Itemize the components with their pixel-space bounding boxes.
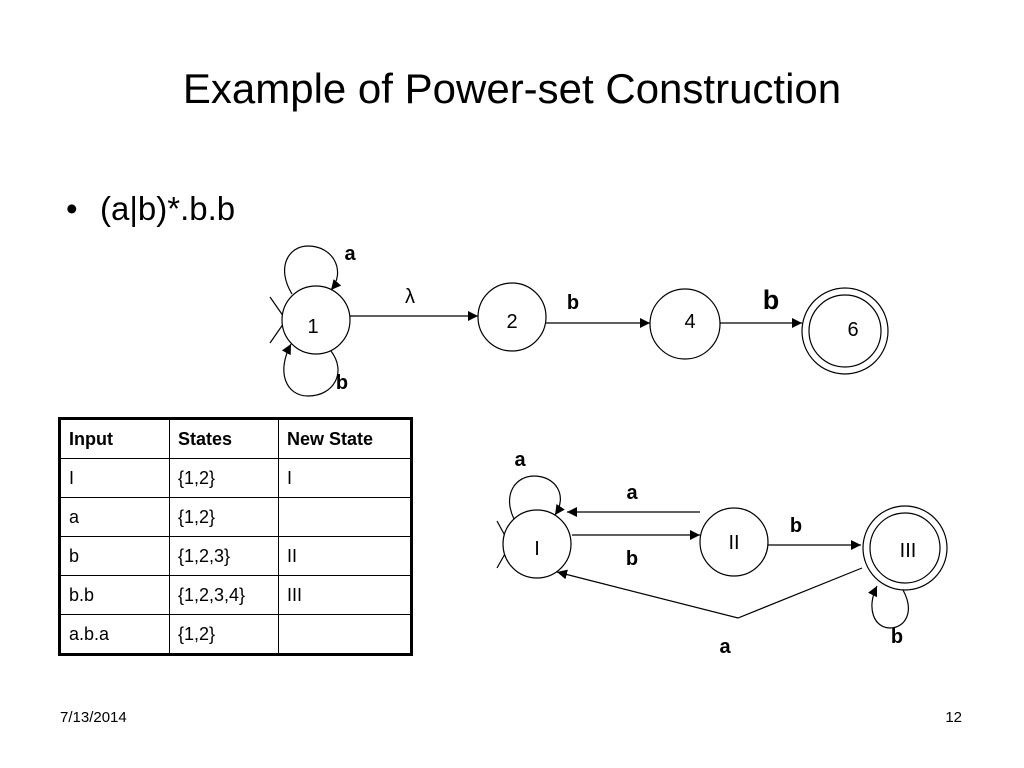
dfa-state-I <box>502 509 572 579</box>
dfa-state-II <box>699 507 769 577</box>
dfa-loop-III <box>868 585 909 629</box>
dfa-state-III-label: III <box>900 540 917 562</box>
dfa-state-I-label: I <box>534 538 540 560</box>
nfa-loop-bottom-label: b <box>336 372 348 394</box>
dfa-state-III-inner <box>869 512 941 584</box>
cell-states: {1,2,3} <box>169 536 279 576</box>
nfa-state-6-label: 6 <box>847 319 858 341</box>
cell-new-state <box>278 614 412 655</box>
nfa-state-2-label: 2 <box>506 311 517 333</box>
nfa-state-1-label: 1 <box>307 316 318 338</box>
nfa-state-4 <box>649 288 721 360</box>
cell-input: I <box>59 458 170 498</box>
nfa-state-2 <box>477 282 547 352</box>
dfa-diagram: I a II a b III b a b <box>496 449 948 658</box>
dfa-state-II-label: II <box>728 532 739 554</box>
table-row: b.b {1,2,3,4} III <box>59 575 412 615</box>
nfa-loop-top-label: a <box>344 243 356 265</box>
nfa-edge-4-6-label: b <box>763 285 780 315</box>
nfa-state-1 <box>281 285 351 355</box>
dfa-edge-III-I <box>556 567 863 619</box>
dfa-loop-III-label: b <box>891 626 903 648</box>
cell-states: {1,2} <box>169 458 279 498</box>
dfa-edge-II-I-label: a <box>626 482 638 504</box>
table-row: b {1,2,3} II <box>59 536 412 576</box>
nfa-edge-1-2-label: λ <box>405 286 415 308</box>
nfa-state-6-inner <box>808 294 882 368</box>
dfa-edge-II-III-label: b <box>790 515 802 537</box>
nfa-state-6-outer <box>801 287 889 375</box>
dfa-loop-I <box>509 475 565 520</box>
cell-states: {1,2} <box>169 614 279 655</box>
cell-input: b.b <box>59 575 170 615</box>
slide-title: Example of Power-set Construction <box>182 65 842 112</box>
header-states: States <box>169 418 279 459</box>
nfa-diagram: 1 a b 2 λ 4 b 6 b <box>269 243 889 397</box>
dfa-edge-I-II-label: b <box>626 548 638 570</box>
dfa-state-III-outer <box>862 505 948 591</box>
cell-states: {1,2} <box>169 497 279 537</box>
cell-new-state: II <box>278 536 412 576</box>
table-header-row: Input States New State <box>59 418 412 459</box>
dfa-edge-III-I-label: a <box>719 636 731 658</box>
bullet-item: • (a|b)*.b.b <box>66 192 235 225</box>
subset-construction-table: Input States New State I {1,2} I a {1,2}… <box>58 417 413 656</box>
footer-date: 7/13/2014 <box>60 709 127 726</box>
cell-input: a <box>59 497 170 537</box>
nfa-state-4-label: 4 <box>684 311 695 333</box>
nfa-loop-bottom <box>281 343 339 397</box>
dfa-loop-I-label: a <box>514 449 526 471</box>
nfa-loop-top <box>283 245 342 295</box>
header-new-state: New State <box>278 418 412 459</box>
cell-new-state <box>278 497 412 537</box>
cell-new-state: I <box>278 458 412 498</box>
cell-states: {1,2,3,4} <box>169 575 279 615</box>
nfa-edge-2-4-label: b <box>567 292 579 314</box>
table-row: I {1,2} I <box>59 458 412 498</box>
table-row: a.b.a {1,2} <box>59 614 412 655</box>
table-row: a {1,2} <box>59 497 412 537</box>
cell-input: a.b.a <box>59 614 170 655</box>
regex-expression: (a|b)*.b.b <box>100 190 236 227</box>
page-number: 12 <box>945 709 962 726</box>
cell-input: b <box>59 536 170 576</box>
bullet-dot-icon: • <box>66 190 78 227</box>
cell-new-state: III <box>278 575 412 615</box>
header-input: Input <box>59 418 170 459</box>
